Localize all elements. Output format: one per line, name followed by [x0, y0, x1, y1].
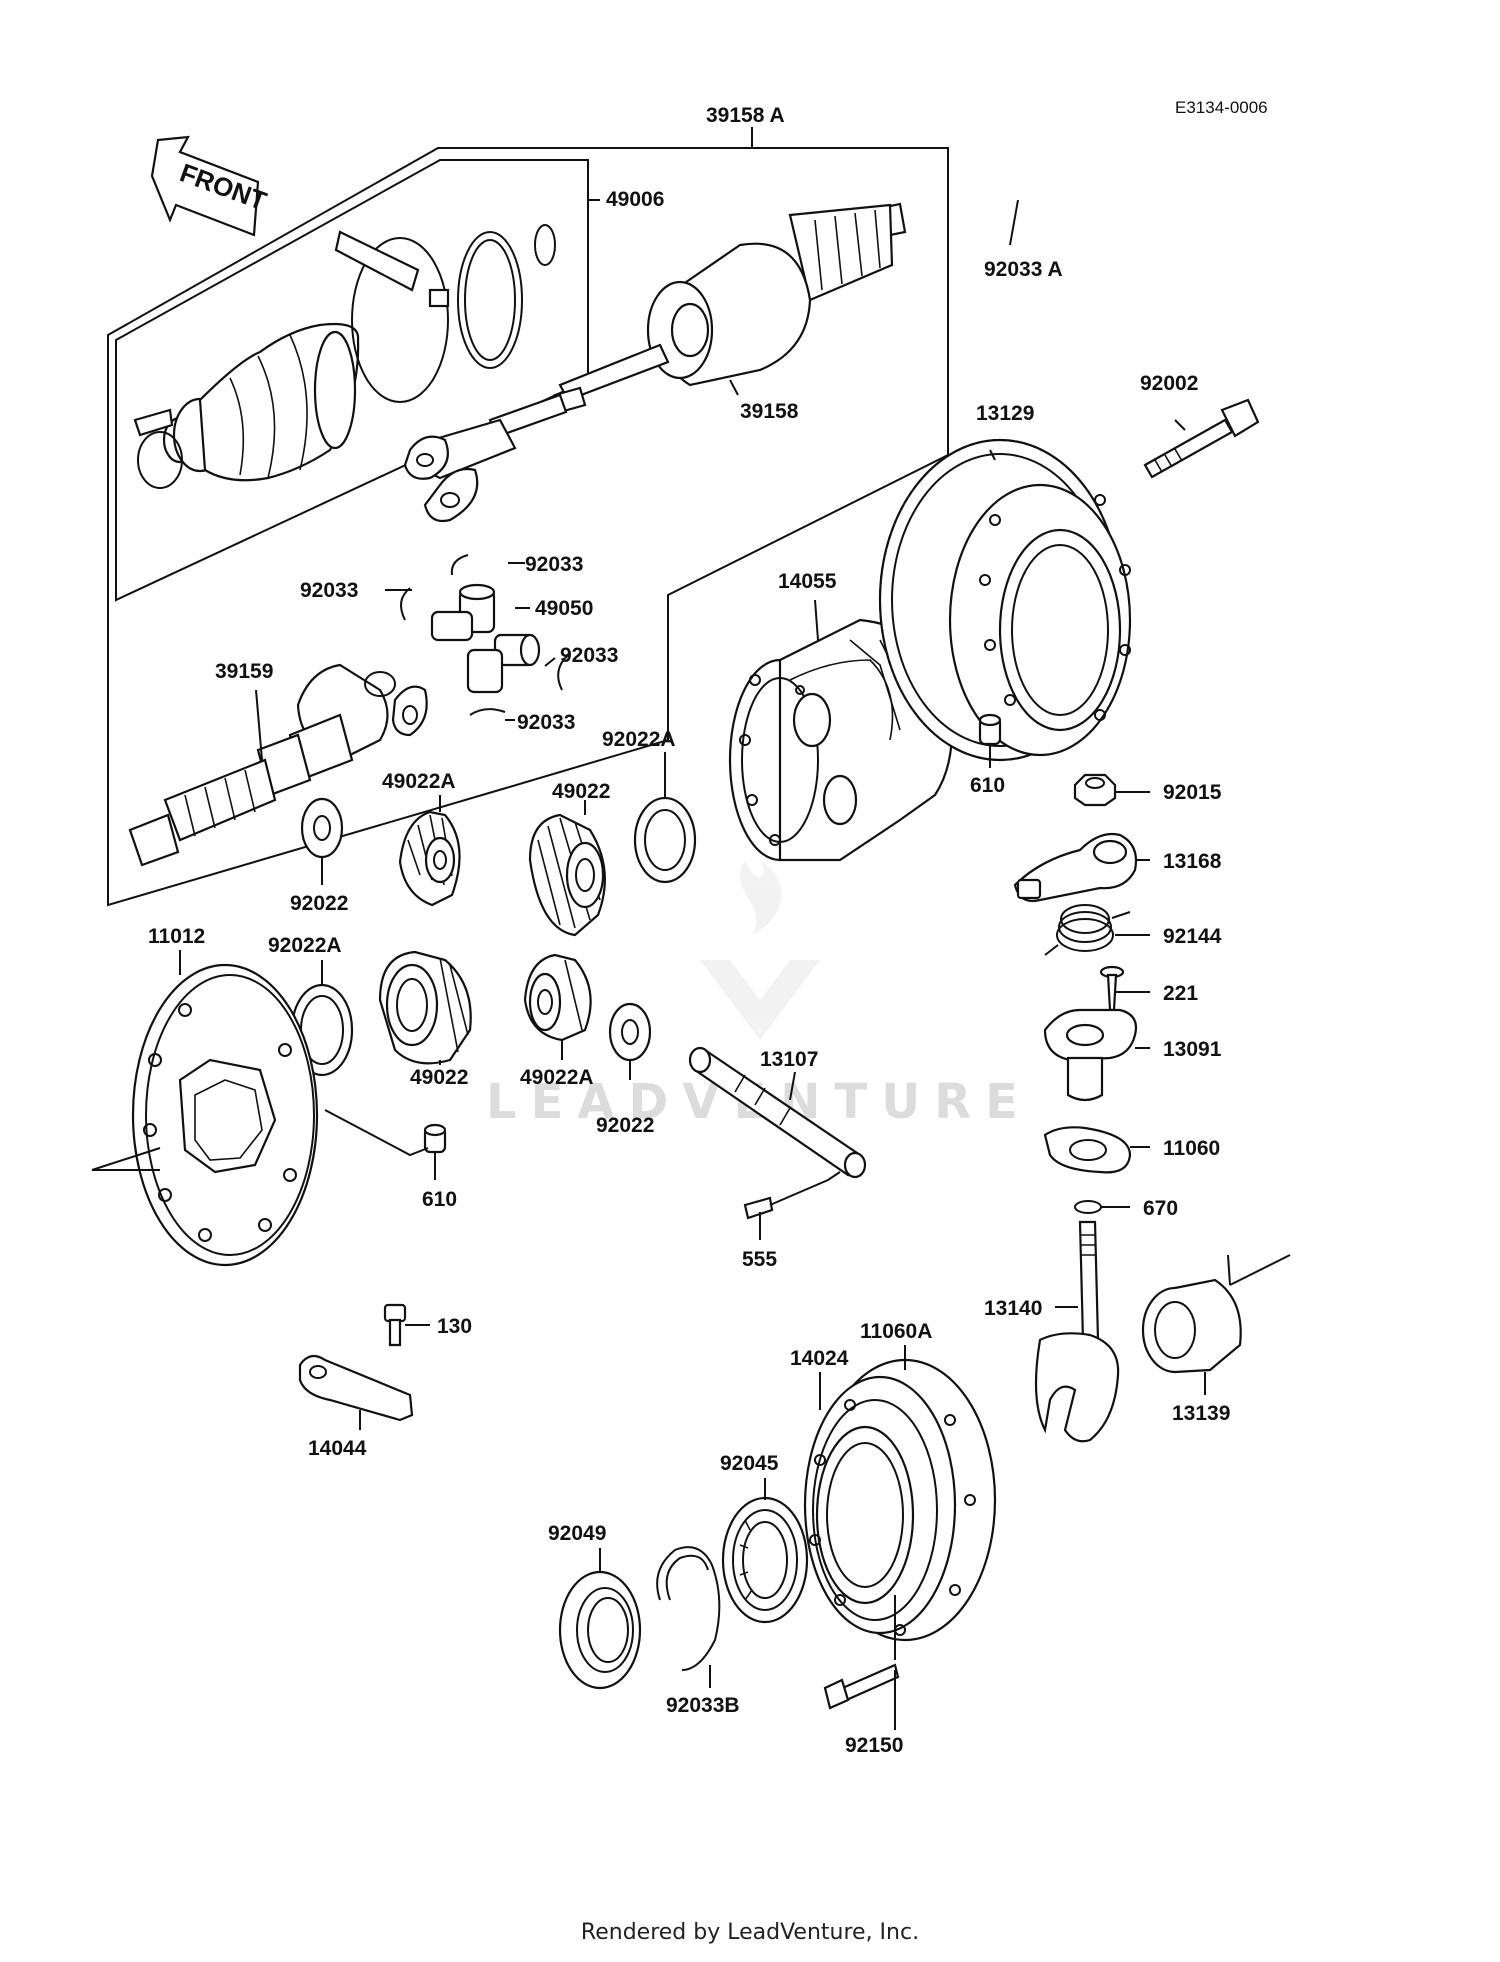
reference-code: E3134-0006 — [1175, 98, 1268, 117]
label-610-upper: 610 — [970, 774, 1005, 797]
label-13129: 13129 — [976, 402, 1034, 425]
label-92033a: 92033 A — [984, 258, 1063, 281]
cover-14024 — [803, 1358, 997, 1642]
label-610-lower: 610 — [422, 1188, 457, 1211]
lever-13168 — [1013, 832, 1138, 903]
universal-joint-cross — [430, 583, 541, 694]
yoke-upper — [403, 418, 517, 523]
snap-ring-small — [534, 224, 556, 266]
label-14024: 14024 — [790, 1347, 849, 1370]
bracket-14044 — [298, 1354, 414, 1422]
circlip-92033-top — [450, 554, 469, 576]
front-arrow-icon: FRONT — [150, 135, 271, 237]
shift-fork-13140 — [1034, 1220, 1120, 1443]
shaft-13107 — [688, 1046, 867, 1179]
washer-92022-upper — [300, 797, 344, 859]
label-92049: 92049 — [548, 1522, 606, 1545]
label-13107: 13107 — [760, 1048, 818, 1071]
bolt-92150 — [823, 1663, 900, 1710]
label-92022-upper: 92022 — [290, 892, 348, 915]
label-13168: 13168 — [1163, 850, 1222, 873]
dog-clutch-13139 — [1141, 1278, 1242, 1374]
pinion-gear-49022a-upper — [398, 810, 461, 907]
pinion-gear-49022a-lower — [523, 953, 592, 1042]
label-92015: 92015 — [1163, 781, 1222, 804]
label-11060a: 11060A — [860, 1320, 932, 1343]
boot-clamp-small — [133, 408, 183, 489]
label-39159: 39159 — [215, 660, 273, 683]
circlip-92033b — [656, 1546, 721, 1671]
label-39158a: 39158 A — [706, 104, 785, 127]
label-49022-lower: 49022 — [410, 1066, 468, 1089]
stub-shaft-39159 — [128, 663, 396, 867]
label-49022a-upper: 49022A — [382, 770, 456, 793]
label-13140: 13140 — [984, 1297, 1042, 1320]
circlip-92033-right — [557, 654, 569, 691]
label-92033-top: 92033 — [525, 553, 583, 576]
snap-ring-large — [457, 231, 523, 369]
part-labels: 39158 A 49006 92033 A 39158 92002 13129 … — [148, 104, 1230, 1757]
label-92022a-upper: 92022A — [602, 728, 676, 751]
label-49022a-lower: 49022A — [520, 1066, 594, 1089]
drive-shaft-39158 — [418, 202, 907, 468]
boot-kit-outline — [115, 159, 589, 602]
label-92033b: 92033B — [666, 1694, 740, 1717]
label-92022-lower: 92022 — [596, 1114, 654, 1137]
label-13091: 13091 — [1163, 1038, 1222, 1061]
boot-clamp-large — [334, 230, 450, 403]
spring-92144 — [1044, 904, 1131, 956]
label-92002: 92002 — [1140, 372, 1198, 395]
label-49022-upper: 49022 — [552, 780, 610, 803]
label-130: 130 — [437, 1315, 472, 1338]
label-92033-bottom: 92033 — [517, 711, 575, 734]
dowel-pin-610-upper — [978, 713, 1002, 746]
dowel-pin-610-lower — [423, 1123, 447, 1154]
circlip-92033-bottom — [469, 708, 506, 716]
side-gear-49022-lower — [378, 950, 472, 1065]
label-92045: 92045 — [720, 1452, 779, 1475]
label-221: 221 — [1163, 982, 1198, 1005]
nut-92015 — [1073, 773, 1117, 807]
cv-boot — [162, 322, 360, 482]
yoke-lower — [391, 685, 428, 737]
label-39158: 39158 — [740, 400, 799, 423]
footer-credit: Rendered by LeadVenture, Inc. — [580, 1920, 920, 1945]
o-ring-670 — [1074, 1200, 1102, 1214]
label-11012: 11012 — [148, 925, 205, 948]
washer-92022a-upper — [633, 796, 697, 884]
label-14044: 14044 — [308, 1437, 367, 1460]
label-92150: 92150 — [845, 1734, 903, 1757]
watermark-logo — [700, 860, 820, 1040]
oil-seal-92049 — [558, 1570, 642, 1690]
bolt-92002 — [1143, 398, 1260, 479]
label-13139: 13139 — [1172, 1402, 1230, 1425]
label-92033-right: 92033 — [560, 644, 618, 667]
label-49006: 49006 — [606, 188, 664, 211]
label-14055: 14055 — [778, 570, 837, 593]
label-92022a-lower: 92022A — [268, 934, 342, 957]
label-92033-left: 92033 — [300, 579, 358, 602]
leader-lines — [179, 199, 1291, 1730]
screw-221 — [1099, 965, 1125, 1012]
bracket-13091 — [1043, 1008, 1138, 1102]
label-555: 555 — [742, 1248, 777, 1271]
label-670: 670 — [1143, 1197, 1178, 1220]
bearing-92045 — [721, 1496, 809, 1624]
side-gear-49022-upper — [528, 813, 606, 937]
gasket-11060 — [1043, 1126, 1132, 1174]
assembly-39158a-outline — [107, 147, 949, 907]
label-11060: 11060 — [1163, 1137, 1220, 1160]
label-92144: 92144 — [1163, 925, 1222, 948]
hub-11012 — [131, 963, 319, 1267]
label-49050: 49050 — [535, 597, 593, 620]
ring-gear-13129 — [878, 438, 1132, 762]
washer-92022-lower — [608, 1002, 652, 1062]
pin-555 — [743, 1196, 774, 1220]
bolt-130 — [383, 1303, 407, 1347]
circlip-92033-left — [400, 587, 411, 621]
